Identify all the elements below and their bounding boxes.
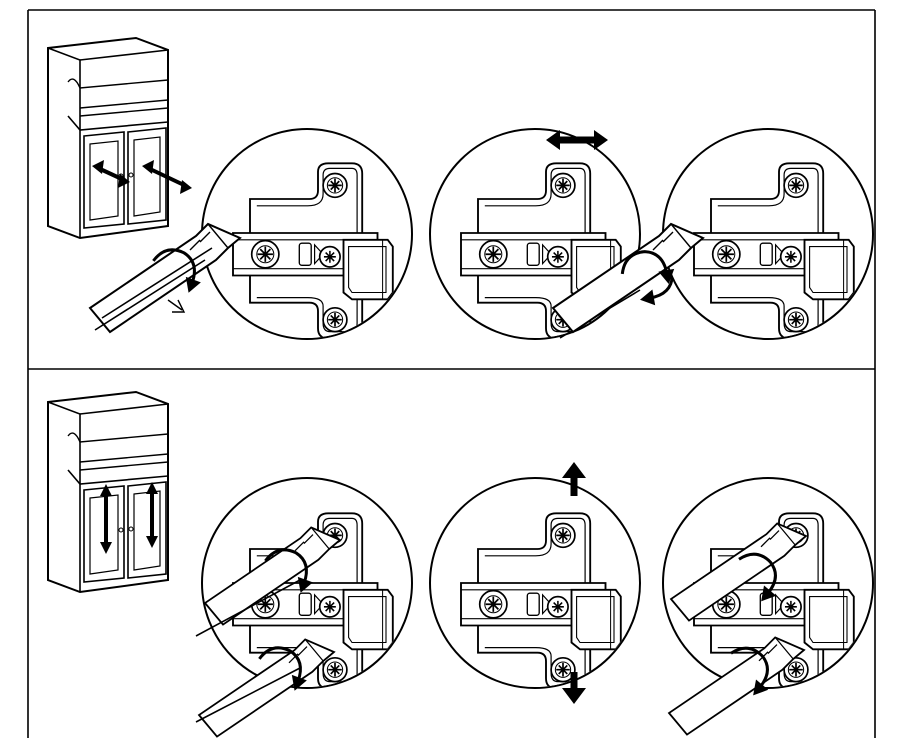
hinge-detail-3 [552,128,874,340]
hinge-detail-4 [195,477,413,738]
double-arrow-icon [92,160,192,194]
double-arrow-icon [562,462,586,704]
cabinet-icon-bottom [47,391,169,593]
double-arrow-icon [546,130,608,150]
hinge-detail-5 [429,462,641,704]
cabinet-icon-top [47,37,192,239]
hinge-detail-1 [89,128,413,340]
double-arrow-icon [100,482,158,554]
hinge-detail-6 [662,477,874,736]
